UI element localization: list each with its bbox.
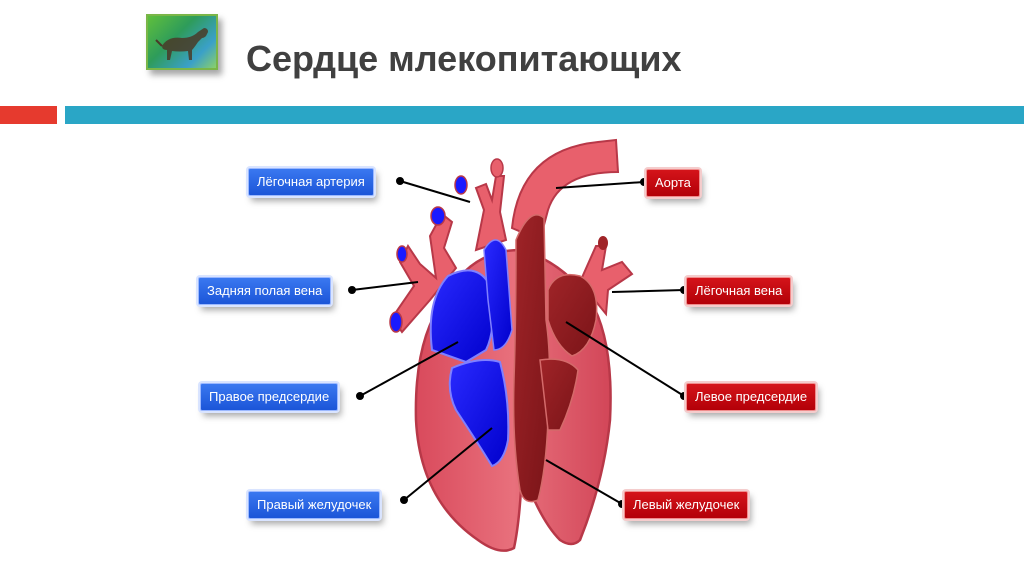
right-ventricle-shape bbox=[448, 359, 510, 468]
title-rule-accent bbox=[0, 106, 57, 124]
right-atrium-shape bbox=[429, 269, 495, 364]
left-atrium-shape bbox=[547, 273, 598, 357]
pulmonary-artery-shape bbox=[474, 175, 508, 252]
label-posterior-vena-cava: Задняя полая вена bbox=[198, 277, 332, 305]
dog-icon bbox=[155, 28, 208, 60]
label-right-atrium: Правое предсердие bbox=[200, 383, 339, 411]
label-aorta: Аорта bbox=[646, 169, 700, 197]
left-ventricle-shape bbox=[512, 214, 551, 503]
title-rule bbox=[65, 106, 1024, 124]
slide-title: Сердце млекопитающих bbox=[246, 38, 682, 79]
label-left-atrium: Левое предсердие bbox=[686, 383, 817, 411]
label-right-ventricle: Правый желудочек bbox=[248, 491, 381, 519]
label-pulmonary-artery: Лёгочная артерия bbox=[248, 168, 374, 196]
label-pulmonary-vein: Лёгочная вена bbox=[686, 277, 792, 305]
dog-thumbnail-image bbox=[146, 14, 218, 70]
label-left-ventricle: Левый желудочек bbox=[624, 491, 749, 519]
pointer-lines bbox=[348, 177, 688, 508]
